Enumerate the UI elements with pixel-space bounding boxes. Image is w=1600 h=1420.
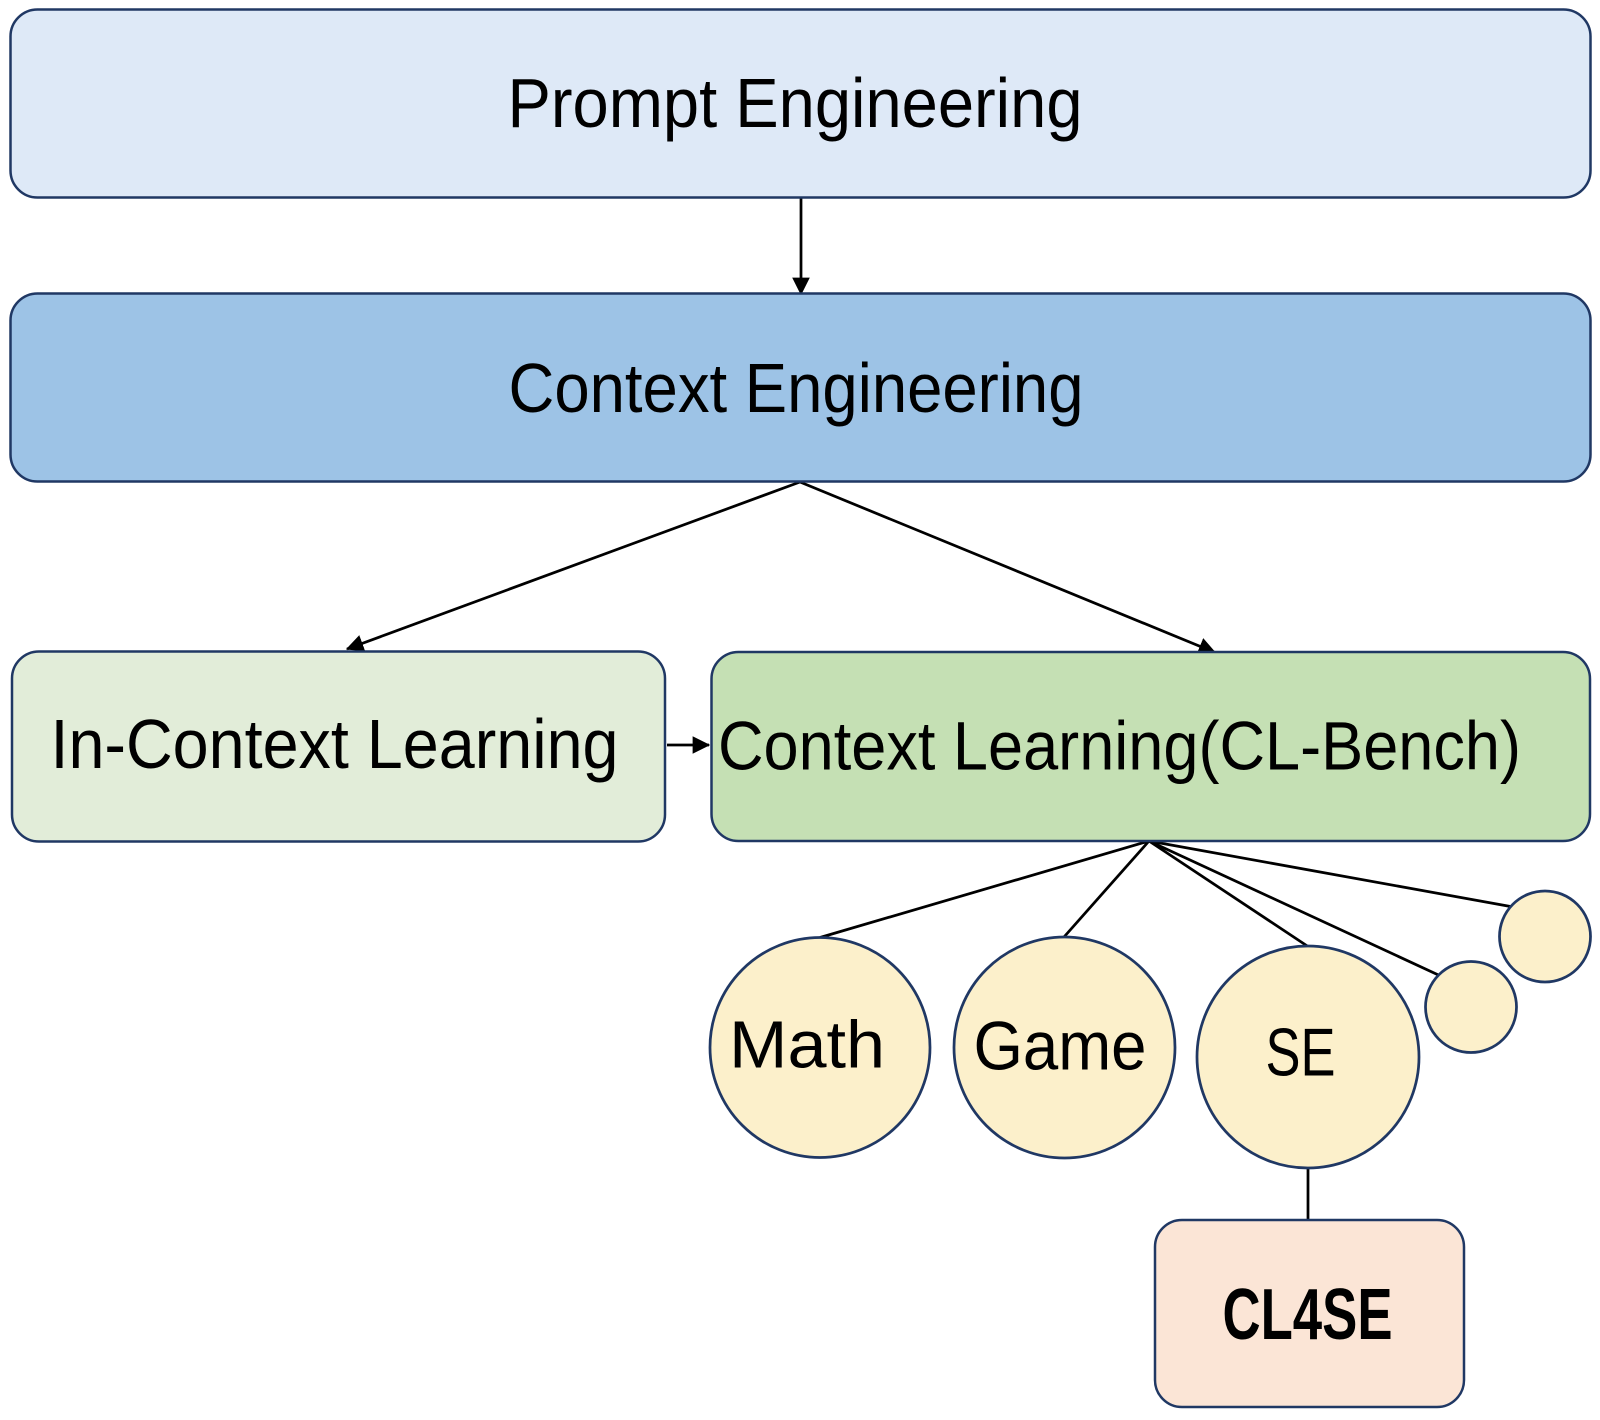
- svg-text:Game: Game: [974, 1008, 1147, 1085]
- svg-text:In-Context Learning: In-Context Learning: [51, 705, 619, 783]
- svg-text:CL4SE: CL4SE: [1223, 1275, 1393, 1355]
- svg-text:SE: SE: [1266, 1015, 1336, 1091]
- svg-text:Math: Math: [729, 1008, 885, 1083]
- svg-text:Context Learning(CL-Bench): Context Learning(CL-Bench): [718, 708, 1521, 785]
- svg-text:Prompt Engineering: Prompt Engineering: [508, 64, 1083, 142]
- svg-text:Context Engineering: Context Engineering: [509, 349, 1084, 427]
